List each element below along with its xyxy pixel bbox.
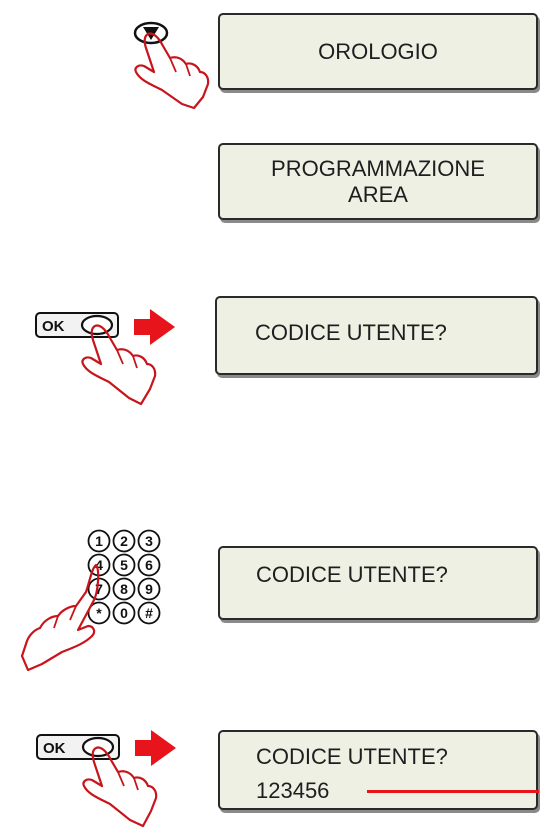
display-line: OROLOGIO bbox=[318, 38, 438, 64]
keypad-key-3[interactable]: 3 bbox=[137, 529, 161, 553]
ok-key-label: OK bbox=[43, 740, 66, 757]
keypad-key-label: 5 bbox=[120, 557, 128, 573]
lcd-display-codice-utente: CODICE UTENTE? bbox=[215, 296, 538, 375]
lcd-display-orologio: OROLOGIO bbox=[218, 13, 538, 90]
keypad-key-hash[interactable]: # bbox=[137, 601, 161, 625]
lcd-display-codice-utente-filled: CODICE UTENTE? 123456 bbox=[218, 730, 538, 810]
lcd-display-codice-utente-entry: CODICE UTENTE? bbox=[218, 546, 538, 620]
keypad-key-label: 0 bbox=[120, 605, 128, 621]
ok-key-label: OK bbox=[42, 318, 65, 335]
display-line: CODICE UTENTE? bbox=[255, 320, 447, 345]
lcd-display-programmazione-area: PROGRAMMAZIONE AREA bbox=[218, 143, 538, 220]
keypad-key-label: 6 bbox=[145, 557, 153, 573]
keypad-key-0[interactable]: 0 bbox=[112, 601, 136, 625]
keypad-key-9[interactable]: 9 bbox=[137, 577, 161, 601]
keypad-key-8[interactable]: 8 bbox=[112, 577, 136, 601]
keypad-key-label: 2 bbox=[120, 533, 128, 549]
keypad-key-label: 9 bbox=[145, 581, 153, 597]
keypad-key-5[interactable]: 5 bbox=[112, 553, 136, 577]
display-line: PROGRAMMAZIONE bbox=[271, 156, 485, 182]
display-line: CODICE UTENTE? bbox=[256, 562, 448, 587]
keypad-key-1[interactable]: 1 bbox=[87, 529, 111, 553]
display-line: CODICE UTENTE? bbox=[256, 744, 448, 769]
keypad-key-label: 8 bbox=[120, 581, 128, 597]
keypad-key-6[interactable]: 6 bbox=[137, 553, 161, 577]
keypad-key-label: 3 bbox=[145, 533, 153, 549]
keypad-key-label: # bbox=[145, 605, 153, 621]
display-line: AREA bbox=[348, 181, 408, 207]
callout-line bbox=[367, 790, 539, 793]
entered-code: 123456 bbox=[256, 778, 330, 803]
keypad-key-2[interactable]: 2 bbox=[112, 529, 136, 553]
keypad-key-label: 1 bbox=[95, 533, 103, 549]
